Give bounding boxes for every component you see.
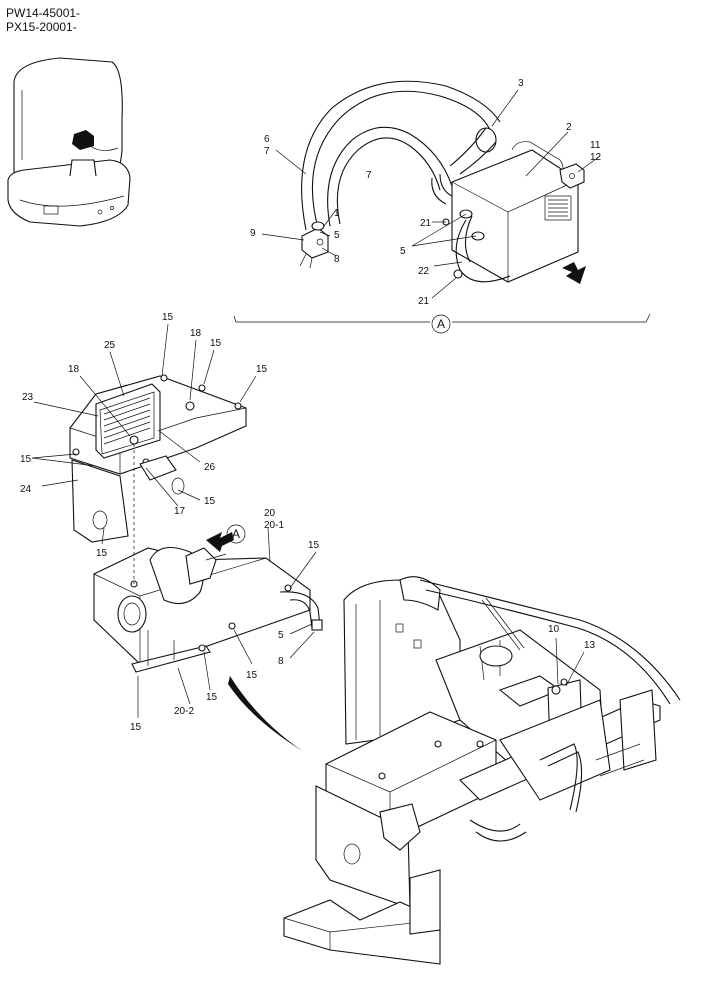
- placement-arrow: [228, 676, 310, 756]
- callout-21: 21: [420, 218, 432, 229]
- callout-15-b: 15: [210, 338, 222, 349]
- callout-15-g: 15: [308, 540, 320, 551]
- callout-15-i: 15: [206, 692, 218, 703]
- callout-15-d: 15: [20, 454, 32, 465]
- callout-18: 18: [190, 328, 202, 339]
- detail-marker-a-2: A: [232, 527, 240, 541]
- callout-7: 7: [264, 146, 270, 157]
- callout-labels: 3 2 6 7 7 11 12 1 21 9 5 8 5 22 21 15 18…: [20, 78, 602, 733]
- callout-15-j: 15: [130, 722, 142, 733]
- callout-23: 23: [22, 392, 34, 403]
- callout-10: 10: [548, 624, 560, 635]
- leader-lines-bottom: [31, 323, 585, 718]
- callout-5-second: 5: [400, 246, 406, 257]
- detail-a-bracket: A: [233, 313, 651, 334]
- callout-8: 8: [334, 254, 340, 265]
- callout-18-b: 18: [68, 364, 80, 375]
- callout-6: 6: [264, 134, 270, 145]
- heater-assembly-detail: [299, 80, 586, 284]
- callout-5: 5: [334, 230, 340, 241]
- callout-7-second: 7: [366, 170, 372, 181]
- callout-20-1: 20-1: [264, 520, 284, 531]
- callout-2: 2: [566, 122, 572, 133]
- callout-8-second: 8: [278, 656, 284, 667]
- callout-22: 22: [418, 266, 430, 277]
- leader-lines-top: [261, 89, 601, 299]
- callout-17: 17: [174, 506, 186, 517]
- callout-12: 12: [590, 152, 602, 163]
- callout-15-e: 15: [204, 496, 216, 507]
- callout-15-f: 15: [96, 548, 108, 559]
- cab-thumbnail: [7, 57, 131, 227]
- callout-26: 26: [204, 462, 216, 473]
- machine-frame: [283, 576, 681, 965]
- callout-3: 3: [518, 78, 524, 89]
- callout-20-2: 20-2: [174, 706, 194, 717]
- serial-range-line-2: PX15-20001-: [6, 20, 77, 34]
- heater-housing: A: [93, 524, 323, 673]
- callout-9: 9: [250, 228, 256, 239]
- callout-21-second: 21: [418, 296, 430, 307]
- heater-cover-assembly: [69, 374, 247, 543]
- detail-marker-a: A: [437, 317, 445, 331]
- serial-range-line-1: PW14-45001-: [6, 6, 81, 20]
- callout-24: 24: [20, 484, 32, 495]
- callout-20: 20: [264, 508, 276, 519]
- callout-1: 1: [334, 208, 340, 219]
- callout-15-c: 15: [256, 364, 268, 375]
- callout-13: 13: [584, 640, 596, 651]
- callout-11: 11: [590, 140, 601, 151]
- callout-25: 25: [104, 340, 116, 351]
- callout-15-h: 15: [246, 670, 258, 681]
- callout-5-third: 5: [278, 630, 284, 641]
- callout-15: 15: [162, 312, 174, 323]
